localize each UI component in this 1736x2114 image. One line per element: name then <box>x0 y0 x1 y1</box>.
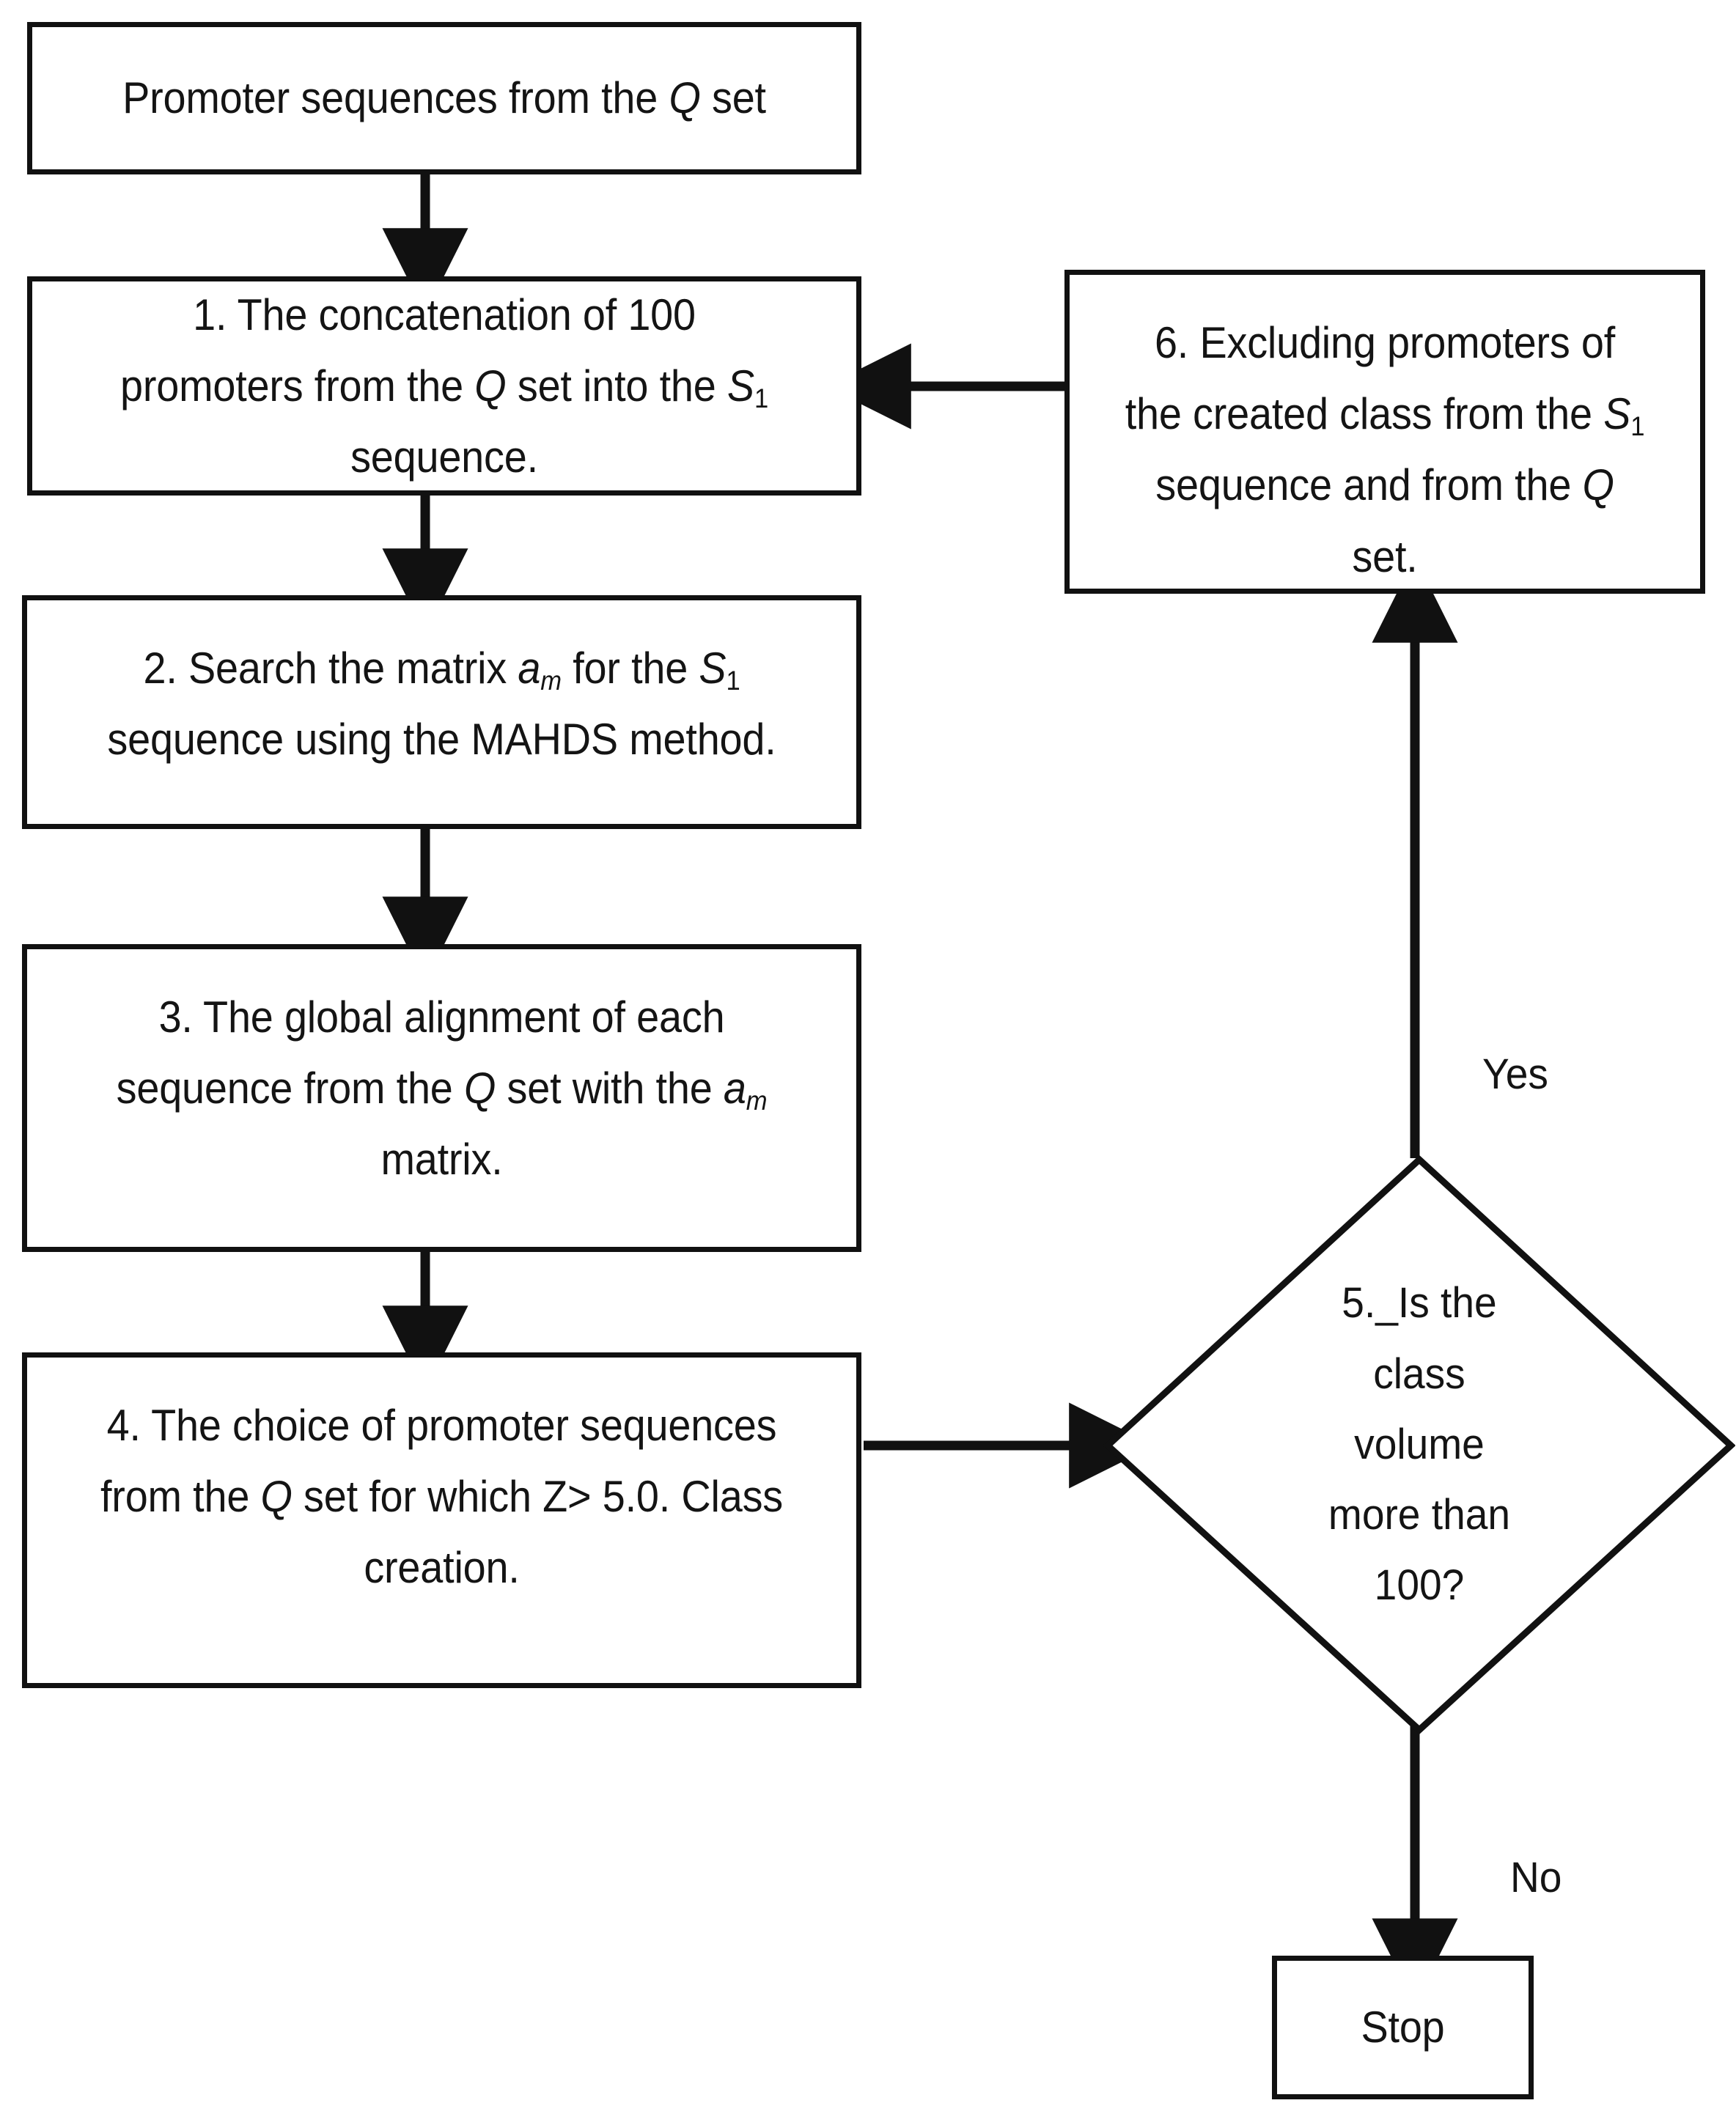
q-set-symbol: Q <box>1582 460 1614 510</box>
edge-label-no: No <box>1510 1854 1562 1901</box>
s-sequence-symbol: S <box>1603 389 1631 439</box>
node-step-2-label: 2. Search the matrix am for the S1 seque… <box>107 644 776 765</box>
s-subscript: 1 <box>726 664 740 696</box>
decision-diamond-shape <box>1103 1155 1735 1734</box>
s-subscript: 1 <box>1630 410 1645 442</box>
node-step-6-label: 6. Excluding promoters of the created cl… <box>1125 318 1645 581</box>
node-stop-label: Stop <box>1361 2003 1445 2052</box>
edge-label-yes: Yes <box>1482 1050 1548 1098</box>
q-set-symbol: Q <box>474 361 507 410</box>
node-step-2[interactable]: 2. Search the matrix am for the S1 seque… <box>22 595 861 829</box>
s-sequence-symbol: S <box>727 361 754 410</box>
q-set-symbol: Q <box>669 73 701 122</box>
node-step-3[interactable]: 3. The global alignment of each sequence… <box>22 944 861 1252</box>
matrix-a-symbol: a <box>723 1064 746 1113</box>
node-step-4[interactable]: 4. The choice of promoter sequences from… <box>22 1352 861 1688</box>
node-step-1-label: 1. The concatenation of 100 promoters fr… <box>119 290 769 482</box>
q-set-symbol: Q <box>260 1472 293 1522</box>
node-step-5-decision[interactable]: 5._Is the class volume more than 100? <box>1103 1155 1735 1734</box>
s-subscript: 1 <box>754 382 769 413</box>
node-step-1[interactable]: 1. The concatenation of 100 promoters fr… <box>27 276 861 496</box>
node-start-label: Promoter sequences from the Q set <box>122 73 766 122</box>
s-sequence-symbol: S <box>699 644 727 693</box>
node-step-6[interactable]: 6. Excluding promoters of the created cl… <box>1064 270 1705 594</box>
node-start[interactable]: Promoter sequences from the Q set <box>27 22 861 174</box>
node-stop[interactable]: Stop <box>1272 1956 1534 2099</box>
node-step-3-label: 3. The global alignment of each sequence… <box>116 992 768 1185</box>
node-step-4-label: 4. The choice of promoter sequences from… <box>100 1401 784 1593</box>
matrix-a-subscript: m <box>540 664 562 696</box>
matrix-a-symbol: a <box>518 644 541 693</box>
q-set-symbol: Q <box>463 1064 496 1113</box>
matrix-a-subscript: m <box>746 1085 768 1116</box>
